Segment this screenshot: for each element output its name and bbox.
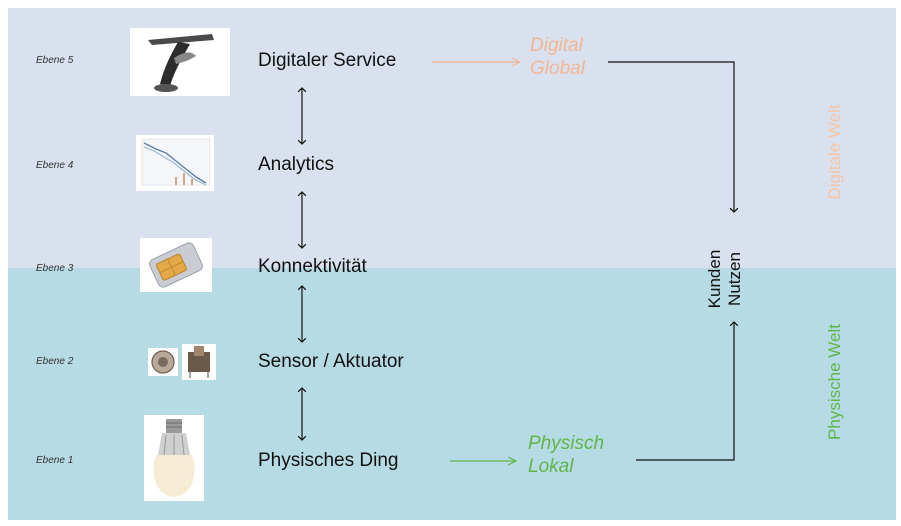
sensor-actuator-icon (148, 342, 218, 382)
sim-card-icon (140, 238, 212, 292)
physical-outcome-line1: Physisch (528, 433, 605, 454)
arrow-digital-to-benefit (608, 61, 734, 212)
customer-benefit-line2: Nutzen (725, 252, 744, 306)
level-1-title: Physisches Ding (258, 450, 399, 471)
digital-world-label: Digitale Welt (825, 104, 844, 200)
physical-outcome: Physisch Lokal (528, 432, 604, 478)
digital-outcome: Digital Global (530, 34, 585, 80)
customer-benefit-label: Kunden Nutzen (705, 239, 755, 319)
level-4-title: Analytics (258, 154, 335, 175)
level-3-label: Ebene 3 (36, 263, 74, 274)
arrow-physical-to-benefit (636, 322, 734, 461)
level-1-label: Ebene 1 (36, 455, 74, 466)
light-bulb-icon (144, 415, 204, 501)
level-2-label: Ebene 2 (36, 356, 74, 367)
physical-world-label: Physische Welt (825, 324, 844, 440)
level-5-label: Ebene 5 (36, 55, 74, 66)
level-5-title: Digitaler Service (258, 50, 397, 71)
smartphone-stand-icon (130, 28, 230, 96)
digital-outcome-line2: Global (530, 58, 585, 79)
physical-outcome-line2: Lokal (528, 456, 574, 477)
line-chart-icon (136, 135, 214, 191)
level-4-label: Ebene 4 (36, 160, 74, 171)
digital-outcome-line1: Digital (530, 35, 583, 56)
level-3-title: Konnektivität (258, 256, 367, 277)
level-2-title: Sensor / Aktuator (258, 351, 404, 372)
customer-benefit-line1: Kunden (705, 249, 724, 309)
